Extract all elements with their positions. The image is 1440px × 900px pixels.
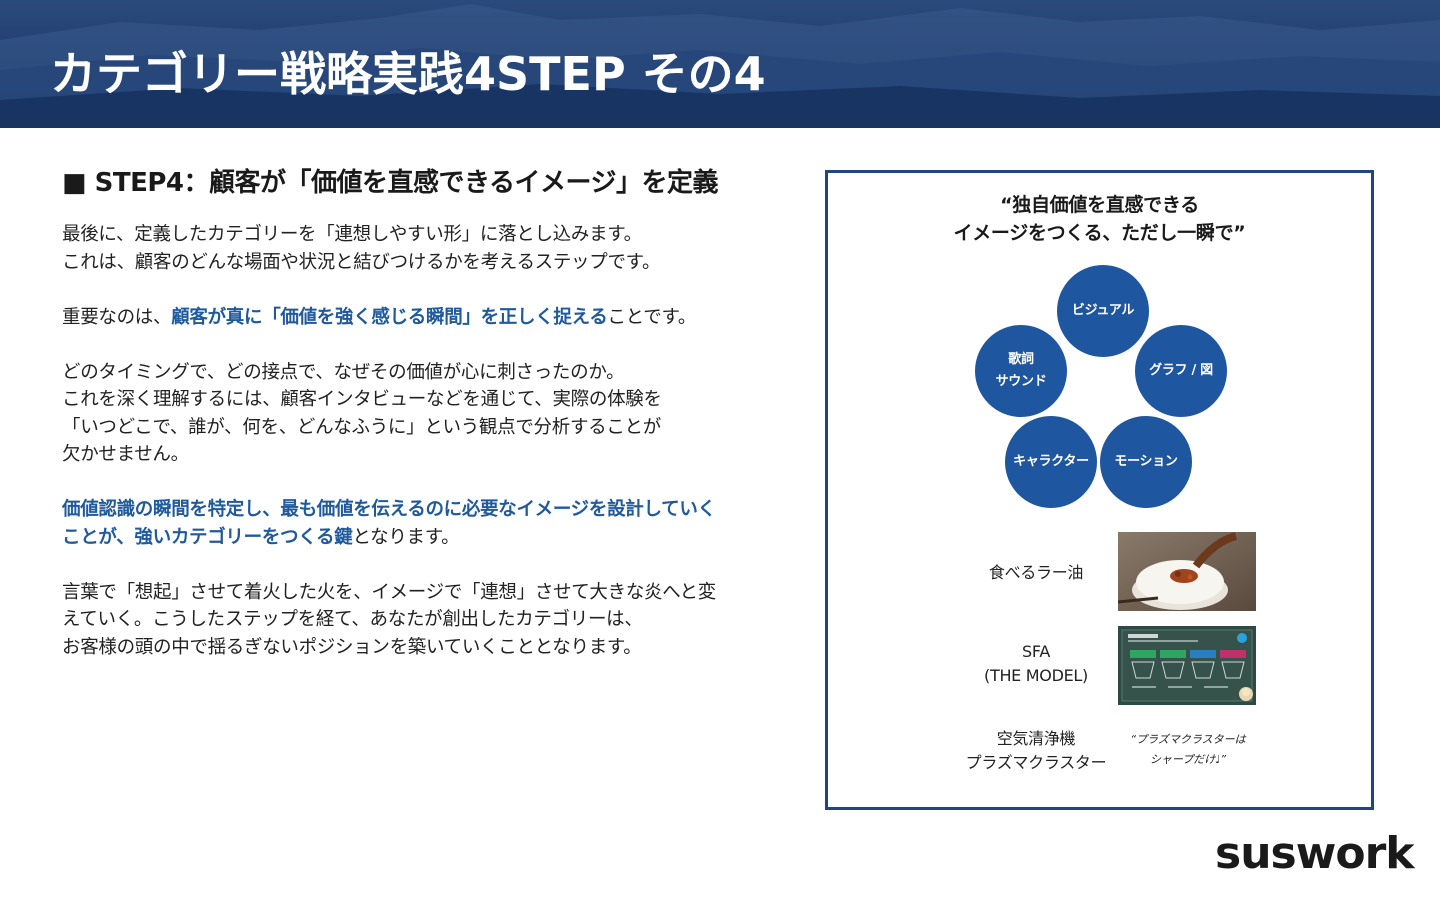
paragraph-key: 価値認識の瞬間を特定し、最も価値を伝えるのに必要なイメージを設計していく ことが… [62, 496, 792, 551]
quote-line: イメージをつくる、ただし一瞬で” [953, 222, 1246, 244]
text-segment: ことです。 [607, 306, 697, 328]
text-segment: となります。 [352, 526, 460, 548]
image-examples-panel: “独自価値を直感できる イメージをつくる、ただし一瞬で” ビジュアル グラフ /… [825, 170, 1374, 810]
paragraph-intro: 最後に、定義したカテゴリーを「連想しやすい形」に落とし込みます。 これは、顧客の… [62, 221, 792, 276]
text-line: えていく。こうしたステップを経て、あなたが創出したカテゴリーは、 [62, 609, 643, 630]
text-line: 「いつどこで、誰が、何を、どんなふうに」という観点で分析することが [62, 416, 661, 438]
main-content: ■ STEP4：顧客が「価値を直感できるイメージ」を定義 最後に、定義したカテゴ… [62, 162, 792, 689]
circle-label: サウンド [995, 374, 1047, 389]
circle-motion: モーション [1100, 416, 1192, 508]
example-label-sfa: SFA (THE MODEL) [956, 640, 1116, 688]
highlight-text: 価値認識の瞬間を特定し、最も価値を伝えるのに必要なイメージを設計していく [62, 499, 716, 520]
example-label-rayu: 食べるラー油 [988, 563, 1084, 582]
example-quote-sharp: “プラズマクラスターは シャープだけ♩” [1113, 730, 1263, 770]
label-line: 空気清浄機 [996, 729, 1076, 748]
text-line: 欠かせません。 [62, 444, 189, 465]
circle-label: グラフ / 図 [1149, 363, 1213, 378]
header-banner: カテゴリー戦略実践4STEP その4 [0, 0, 1440, 128]
highlight-text: ことが、強いカテゴリーをつくる鍵 [62, 526, 353, 548]
quote-line: “プラズマクラスターは [1130, 733, 1246, 746]
label-line: SFA [1022, 642, 1050, 661]
circle-visual: ビジュアル [1057, 265, 1149, 357]
the-model-image [1118, 626, 1256, 705]
panel-quote: “独自価値を直感できる イメージをつくる、ただし一瞬で” [828, 191, 1371, 247]
text-line: 言葉で「想起」させて着火した火を、イメージで「連想」させて大きな炎へと変 [62, 581, 716, 603]
circle-label: モーション [1114, 454, 1178, 469]
text-segment: 重要なのは、 [62, 306, 172, 328]
label-line: プラズマクラスター [965, 753, 1107, 772]
circle-label: 歌詞 [1008, 352, 1034, 367]
text-line: これは、顧客のどんな場面や状況と結びつけるかを考えるステップです。 [62, 251, 661, 273]
mountain-background [0, 4, 1440, 128]
page-title: カテゴリー戦略実践4STEP その4 [50, 47, 766, 101]
paragraph-analysis: どのタイミングで、どの接点で、なぜその価値が心に刺さったのか。 これを深く理解す… [62, 359, 792, 469]
text-line: これを深く理解するには、顧客インタビューなどを通じて、実際の体験を [62, 389, 662, 410]
text-line: 最後に、定義したカテゴリーを「連想しやすい形」に落とし込みます。 [62, 224, 642, 245]
text-line: どのタイミングで、どの接点で、なぜその価値が心に刺さったのか。 [62, 361, 625, 383]
circle-label: ビジュアル [1071, 303, 1135, 318]
label-line: (THE MODEL) [984, 666, 1088, 685]
circle-character: キャラクター [1005, 416, 1097, 508]
quote-line: “独自価値を直感できる [1000, 194, 1199, 216]
rayu-rice-image [1118, 532, 1256, 611]
circle-label: キャラクター [1013, 454, 1089, 469]
text-line: お客様の頭の中で揺るぎないポジションを築いていくこととなります。 [62, 636, 642, 658]
example-label-air-purifier: 空気清浄機 プラズマクラスター [946, 727, 1126, 775]
step-heading: ■ STEP4：顧客が「価値を直感できるイメージ」を定義 [62, 168, 718, 198]
suswork-logo: suswork [1215, 828, 1415, 879]
paragraph-conclusion: 言葉で「想起」させて着火した火を、イメージで「連想」させて大きな炎へと変 えてい… [62, 579, 792, 662]
paragraph-important: 重要なのは、顧客が真に「価値を強く感じる瞬間」を正しく捉えることです。 [62, 304, 792, 332]
circle-graph: グラフ / 図 [1135, 325, 1227, 417]
quote-line: シャープだけ♩” [1149, 753, 1227, 766]
circle-lyrics-sound: 歌詞 サウンド [975, 325, 1067, 417]
highlight-text: 顧客が真に「価値を強く感じる瞬間」を正しく捉える [171, 306, 608, 328]
